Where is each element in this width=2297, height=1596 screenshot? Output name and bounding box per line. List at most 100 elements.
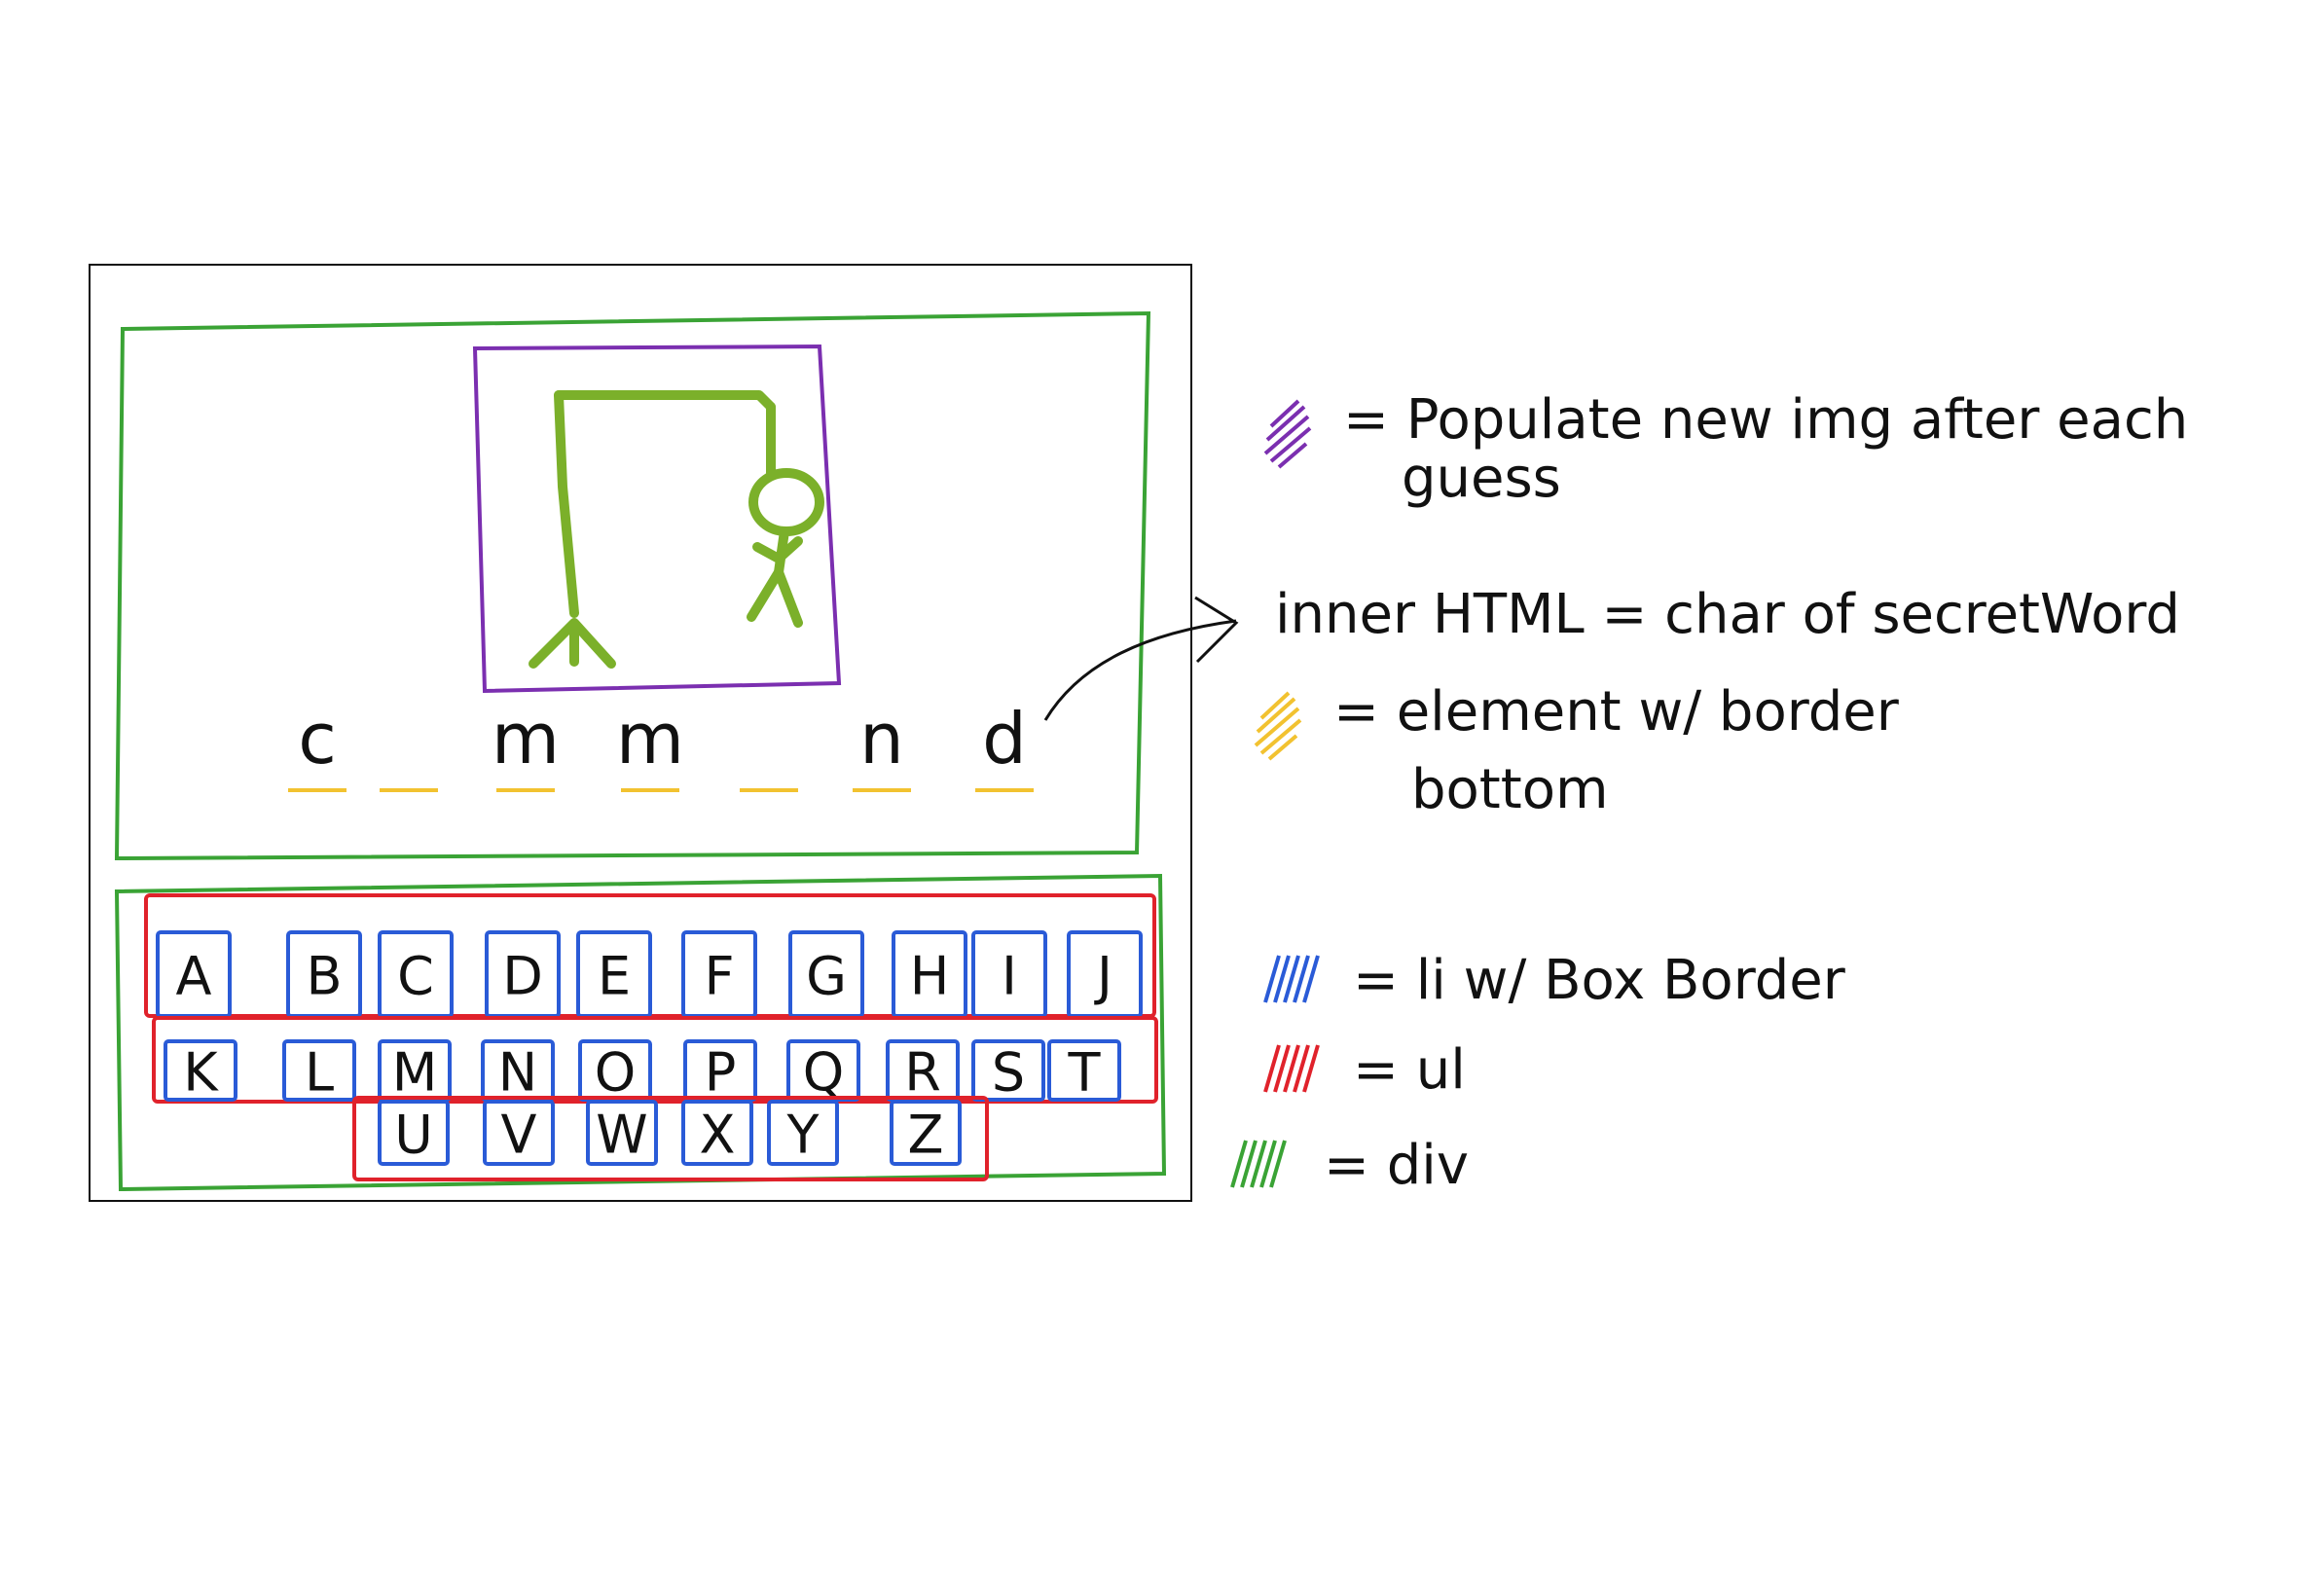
legend-label: = ul: [1353, 1038, 1466, 1102]
key-b[interactable]: B: [286, 930, 362, 1018]
keyboard-row-ul: [352, 1096, 989, 1181]
key-box: [971, 1039, 1045, 1102]
yellow-scribble-icon: [1254, 691, 1302, 761]
legend-label: = li w/ Box Border: [1353, 949, 1846, 1012]
key-label: Z: [908, 1105, 944, 1166]
key-label: V: [501, 1105, 537, 1166]
border-note-line1: = element w/ border: [1333, 680, 1900, 744]
word-slot-char: d: [982, 698, 1027, 780]
key-label: A: [176, 946, 212, 1007]
key-box: [586, 1100, 658, 1166]
key-label: K: [183, 1042, 219, 1104]
legend-label: = div: [1324, 1134, 1469, 1197]
key-o[interactable]: O: [578, 1039, 652, 1104]
blue-scribble-icon: [1263, 955, 1320, 1003]
legend: = li w/ Box Border = ul = div: [1230, 949, 1846, 1197]
key-f[interactable]: F: [681, 930, 757, 1018]
key-label: P: [705, 1042, 737, 1104]
word-slot: d: [975, 698, 1034, 792]
key-label: W: [596, 1105, 647, 1166]
key-y[interactable]: Y: [767, 1100, 839, 1166]
key-label: Y: [786, 1105, 820, 1166]
purple-scribble-icon: [1263, 399, 1312, 469]
key-h[interactable]: H: [892, 930, 967, 1018]
key-label: D: [502, 946, 543, 1007]
key-label: H: [910, 946, 950, 1007]
key-label: R: [904, 1042, 941, 1104]
key-box: [890, 1100, 962, 1166]
key-label: J: [1094, 946, 1112, 1007]
page-frame: [89, 264, 1192, 1202]
key-r[interactable]: R: [886, 1039, 960, 1104]
word-slot: m: [616, 698, 684, 792]
key-j[interactable]: J: [1067, 930, 1143, 1018]
key-label: N: [498, 1042, 537, 1104]
key-label: C: [397, 946, 434, 1007]
key-c[interactable]: C: [378, 930, 454, 1018]
key-e[interactable]: E: [576, 930, 652, 1018]
key-m[interactable]: M: [378, 1039, 452, 1104]
key-u[interactable]: U: [378, 1100, 450, 1166]
key-x[interactable]: X: [681, 1100, 753, 1166]
key-p[interactable]: P: [683, 1039, 757, 1104]
key-l[interactable]: L: [282, 1039, 356, 1104]
key-box: [681, 1100, 753, 1166]
red-scribble-icon: [1263, 1044, 1320, 1093]
key-label: G: [806, 946, 847, 1007]
key-s[interactable]: S: [971, 1039, 1045, 1104]
key-label: T: [1068, 1042, 1102, 1104]
word-slot: m: [492, 698, 560, 792]
key-label: O: [595, 1042, 637, 1104]
word-slot-char: c: [298, 698, 337, 780]
word-slot-char: n: [859, 698, 904, 780]
word-slot-char: m: [616, 698, 684, 780]
legend-item: = li w/ Box Border: [1263, 949, 1846, 1012]
legend-item: = div: [1230, 1134, 1469, 1197]
key-box: [767, 1100, 839, 1166]
key-a[interactable]: A: [156, 930, 232, 1018]
key-t[interactable]: T: [1047, 1039, 1121, 1104]
word-slot: n: [853, 698, 911, 792]
key-box: [282, 1039, 356, 1102]
key-n[interactable]: N: [481, 1039, 555, 1104]
key-i[interactable]: I: [971, 930, 1047, 1018]
hangman-image-box: [472, 344, 842, 694]
img-note-line1: = Populate new img after each: [1343, 388, 2188, 452]
key-label: S: [992, 1042, 1025, 1104]
key-label: F: [704, 946, 734, 1007]
border-annotation: = element w/ border bottom: [1254, 680, 1900, 821]
game-div: [114, 310, 1151, 861]
annotation-arrow: [1043, 619, 1237, 721]
key-d[interactable]: D: [485, 930, 561, 1018]
key-box: [1047, 1039, 1121, 1102]
keyboard-div: [114, 873, 1167, 1192]
key-label: Q: [803, 1042, 845, 1104]
arrow-head: [1194, 596, 1239, 664]
hangman-drawing: [529, 390, 824, 669]
key-k[interactable]: K: [164, 1039, 237, 1104]
green-scribble-icon: [1230, 1140, 1287, 1188]
key-label: X: [700, 1105, 736, 1166]
key-label: E: [598, 946, 631, 1007]
key-g[interactable]: G: [788, 930, 864, 1018]
key-box: [483, 1100, 555, 1166]
key-label: B: [306, 946, 342, 1007]
key-w[interactable]: W: [586, 1100, 658, 1166]
key-v[interactable]: V: [483, 1100, 555, 1166]
key-label: I: [1002, 946, 1017, 1007]
word-slot-char: m: [492, 698, 560, 780]
key-box: [378, 1100, 450, 1166]
key-z[interactable]: Z: [890, 1100, 962, 1166]
legend-item: = ul: [1263, 1038, 1466, 1102]
key-label: U: [394, 1105, 433, 1166]
border-note-line2: bottom: [1411, 758, 1609, 821]
inner-html-note: inner HTML = char of secretWord: [1275, 583, 2180, 646]
img-annotation: = Populate new img after each guess: [1263, 388, 2188, 510]
key-q[interactable]: Q: [786, 1039, 860, 1104]
img-note-line2: guess: [1402, 447, 1561, 510]
key-label: L: [305, 1042, 334, 1104]
key-label: M: [392, 1042, 438, 1104]
